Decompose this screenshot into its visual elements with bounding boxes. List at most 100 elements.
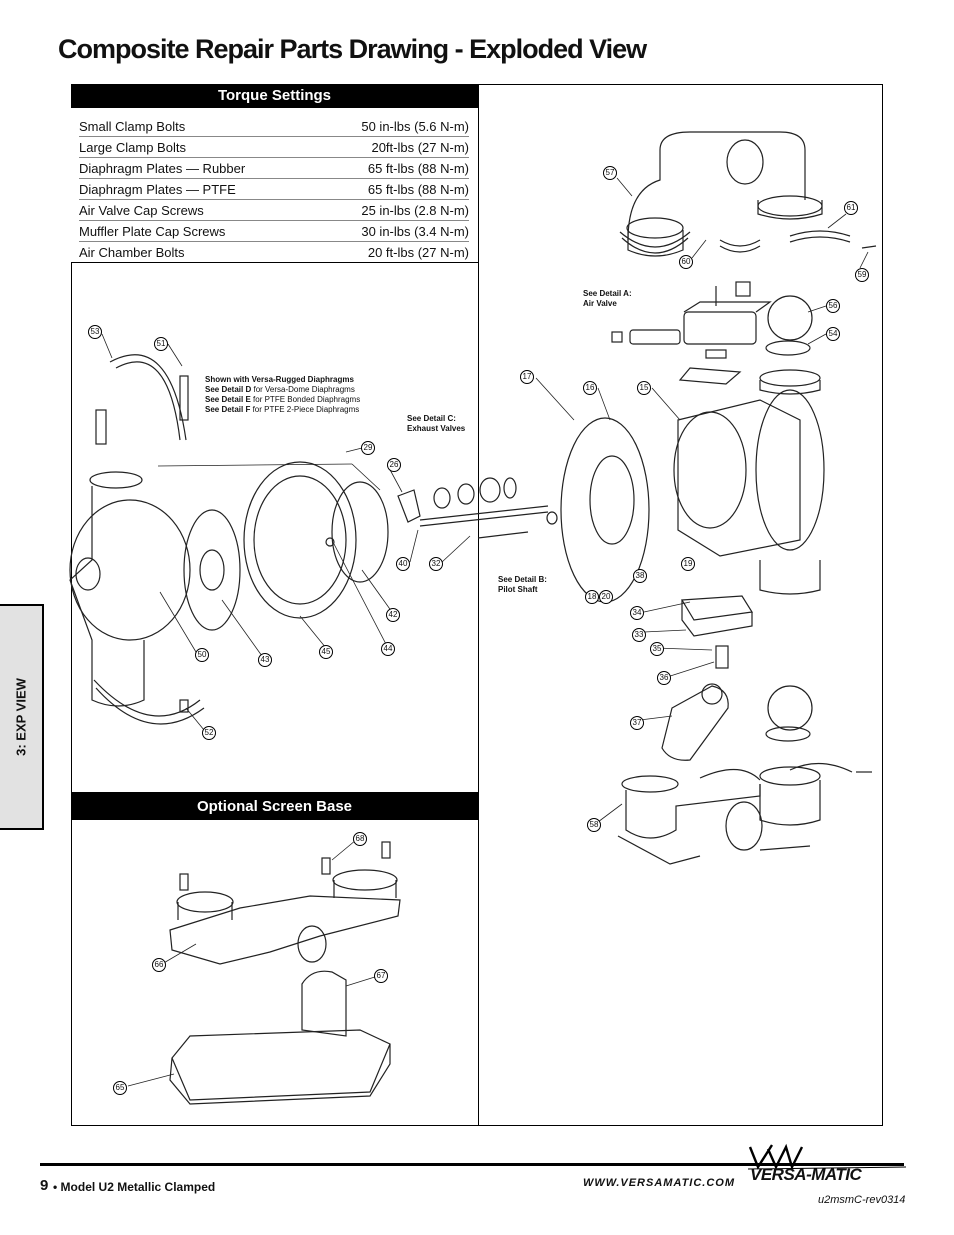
- air-valve-drawing: [611, 281, 772, 385]
- part-callout: 42: [386, 608, 400, 622]
- part-callout: 19: [681, 557, 695, 571]
- part-callout: 43: [258, 653, 272, 667]
- versa-matic-logo: VERSA-MATIC: [746, 1143, 907, 1184]
- vm-monogram-icon: [747, 1143, 907, 1171]
- pilot-shaft-drawing: [397, 477, 558, 539]
- part-callout: 44: [381, 642, 395, 656]
- note-rugged: Shown with Versa-Rugged Diaphragms: [205, 375, 354, 384]
- diaphragm-drawing: [183, 461, 389, 631]
- page-title: Composite Repair Parts Drawing - Explode…: [58, 34, 647, 64]
- torque-label: Small Clamp Bolts: [79, 116, 316, 137]
- part-callout: 29: [361, 441, 375, 455]
- center-section-drawing: [673, 369, 825, 595]
- inlet-manifold-drawing: [617, 762, 872, 865]
- seat-drawing: [765, 340, 811, 356]
- part-callout: 15: [637, 381, 651, 395]
- note-detail-c-line2: Exhaust Valves: [407, 424, 466, 433]
- part-callout: 51: [154, 337, 168, 351]
- part-callout: 58: [587, 818, 601, 832]
- leader-lines: [101, 177, 869, 1087]
- note-detail-d-text: for Versa-Dome Diaphragms: [251, 385, 355, 394]
- part-callout: 35: [650, 642, 664, 656]
- torque-value: 20 ft-lbs (27 N-m): [367, 244, 469, 260]
- note-detail-a-line2: Air Valve: [583, 299, 617, 308]
- note-detail-d: See Detail D for Versa-Dome Diaphragms: [205, 385, 360, 395]
- part-callout: 33: [632, 628, 646, 642]
- clamp-drawing: [619, 230, 877, 254]
- screen-base-panel: Optional Screen Base: [71, 792, 479, 1126]
- torque-label: Diaphragm Plates — PTFE: [79, 178, 316, 200]
- part-callout: 57: [603, 166, 617, 180]
- liquid-chamber-drawing: [69, 354, 205, 725]
- part-callout: 32: [429, 557, 443, 571]
- discharge-manifold-drawing: [626, 131, 823, 257]
- lower-ball-check-drawing: [767, 685, 813, 731]
- part-callout: 65: [113, 1081, 127, 1095]
- torque-row: Air Chamber Bolts 20 ft-lbs (27 N-m): [79, 242, 469, 263]
- note-detail-e-text: for PTFE Bonded Diaphragms: [250, 395, 361, 404]
- part-callout: 66: [152, 958, 166, 972]
- page-number: 9: [40, 1177, 49, 1194]
- section-tab: 3: EXP VIEW: [0, 604, 44, 830]
- part-callout: 34: [630, 606, 644, 620]
- part-callout: 53: [88, 325, 102, 339]
- part-callout: 45: [319, 645, 333, 659]
- note-detail-b-line1: See Detail B:: [498, 575, 547, 584]
- note-detail-f-bold: See Detail F: [205, 405, 251, 414]
- torque-label: Air Chamber Bolts: [79, 244, 185, 260]
- ball-check-drawing: [767, 295, 813, 341]
- part-callout: 60: [679, 255, 693, 269]
- torque-value: 25 in-lbs (2.8 N-m): [315, 199, 469, 221]
- torque-value: 50 in-lbs (5.6 N-m): [315, 116, 469, 137]
- part-callout: 68: [353, 832, 367, 846]
- note-diaphragm-details: Shown with Versa-Rugged Diaphragms See D…: [205, 375, 360, 415]
- muffler-drawing: [661, 595, 753, 761]
- part-callout: 40: [396, 557, 410, 571]
- part-callout: 17: [520, 370, 534, 384]
- note-detail-b: See Detail B: Pilot Shaft: [498, 575, 547, 595]
- note-detail-e: See Detail E for PTFE Bonded Diaphragms: [205, 395, 360, 405]
- lower-seat-drawing: [765, 726, 811, 742]
- note-detail-f-text: for PTFE 2-Piece Diaphragms: [250, 405, 360, 414]
- part-callout: 59: [855, 268, 869, 282]
- logo-wordmark: VERSA-MATIC: [750, 1165, 862, 1184]
- frame-divider: [478, 85, 479, 1125]
- note-detail-b-line2: Pilot Shaft: [498, 585, 538, 594]
- part-callout: 52: [202, 726, 216, 740]
- part-callout: 54: [826, 327, 840, 341]
- screen-base-drawing: [169, 841, 401, 1105]
- torque-value: 30 in-lbs (3.4 N-m): [315, 220, 469, 242]
- revision-code: u2msmC-rev0314: [818, 1194, 906, 1206]
- part-callout: 26: [387, 458, 401, 472]
- torque-label: Diaphragm Plates — Rubber: [79, 157, 316, 179]
- torque-value: 20ft-lbs (27 N-m): [315, 136, 469, 158]
- note-detail-d-bold: See Detail D: [205, 385, 252, 394]
- footer-rule: [40, 1163, 904, 1166]
- website-link[interactable]: WWW.VERSAMATIC.COM: [583, 1177, 736, 1189]
- part-callout: 67: [374, 969, 388, 983]
- torque-label: Air Valve Cap Screws: [79, 199, 316, 221]
- part-callout: 50: [195, 648, 209, 662]
- part-callout: 37: [630, 716, 644, 730]
- note-detail-e-bold: See Detail E: [205, 395, 251, 404]
- part-callout: 56: [826, 299, 840, 313]
- torque-label: Large Clamp Bolts: [79, 136, 316, 158]
- torque-value: 65 ft-lbs (88 N-m): [315, 178, 469, 200]
- note-detail-c: See Detail C: Exhaust Valves: [407, 414, 465, 434]
- part-callout: 61: [844, 201, 858, 215]
- part-callout: 38: [633, 569, 647, 583]
- part-callout: 36: [657, 671, 671, 685]
- note-detail-c-line1: See Detail C:: [407, 414, 456, 423]
- note-detail-a-line1: See Detail A:: [583, 289, 632, 298]
- torque-value: 65 ft-lbs (88 N-m): [315, 157, 469, 179]
- screen-base-heading: Optional Screen Base: [71, 793, 478, 820]
- torque-settings-heading: Torque Settings: [71, 84, 478, 108]
